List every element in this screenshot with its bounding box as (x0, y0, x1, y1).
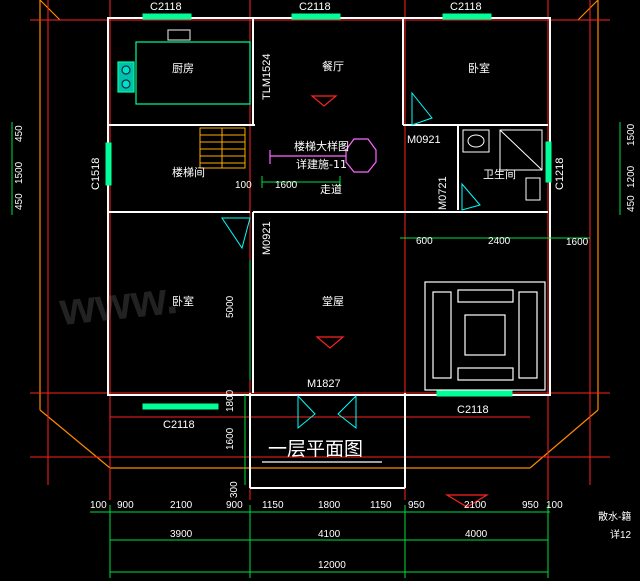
bottom-dim: 1150 (370, 500, 392, 511)
room-kitchen: 厨房 (172, 62, 194, 75)
bottom-dim-2: 4100 (318, 529, 341, 540)
bottom-dim-2: 3900 (170, 529, 193, 540)
drawing-title: 一层平面图 (268, 438, 363, 460)
window-bottom-right: C2118 (457, 404, 489, 416)
dim-1800-v: 1800 (225, 389, 236, 412)
side-notes: 散水-籍 详12 (598, 510, 632, 541)
room-stair: 楼梯间 (172, 165, 205, 179)
dim-300-v: 300 (229, 481, 240, 498)
bottom-dim: 100 (90, 500, 107, 511)
stair-detail: 楼梯大样图 (294, 139, 349, 153)
window-codes: C2118 C2118 C2118 C1518 C1218 C2118 C211… (90, 1, 566, 431)
left-dims: 450 1500 450 (14, 125, 25, 210)
door-tlm: TLM1524 (261, 54, 273, 100)
left-dim-2: 1500 (14, 161, 25, 184)
window-right: C1218 (554, 158, 566, 190)
dim-1500-right: 1500 (626, 123, 637, 146)
room-corridor: 走道 (320, 182, 342, 196)
dim-600: 600 (416, 236, 433, 247)
door-m0921-b: M0921 (261, 221, 273, 255)
dim-450-right: 450 (626, 195, 637, 212)
markers (310, 95, 490, 508)
dim-5000: 5000 (225, 295, 236, 318)
bottom-dim: 1150 (262, 500, 284, 511)
bottom-dim: 1800 (318, 500, 341, 511)
room-labels: 厨房 餐厅 卧室 楼梯间 楼梯大样图 详建施-11 走道 卫生间 卧室 堂屋 (172, 59, 516, 308)
room-hall: 堂屋 (322, 295, 344, 308)
window-top-left: C2118 (150, 1, 182, 13)
bottom-dim: 2100 (464, 500, 487, 511)
stairs (199, 127, 246, 169)
bottom-dims-row2: 3900 4100 4000 12000 (170, 529, 488, 571)
dim-1600: 1600 (275, 180, 298, 191)
window-left: C1518 (90, 158, 102, 190)
room-bedroom-w: 卧室 (172, 294, 194, 308)
left-dim-3: 450 (14, 193, 25, 210)
door-codes: TLM1524 M0921 M0721 M0921 M1827 (261, 54, 449, 390)
stair-detail-ref: 详建施-11 (296, 157, 347, 171)
bottom-total: 12000 (318, 560, 346, 571)
axis-lines (30, 0, 610, 500)
bottom-dim-2: 4000 (465, 529, 488, 540)
window-top-right: C2118 (450, 1, 482, 13)
bathroom-fixtures (462, 129, 543, 201)
room-bathroom: 卫生间 (483, 167, 516, 181)
bottom-dim: 900 (226, 500, 243, 511)
bottom-dim: 100 (546, 500, 563, 511)
door-m0921-a: M0921 (407, 134, 441, 146)
doors (221, 91, 481, 430)
side-note-1: 散水-籍 (598, 510, 631, 523)
detail-callout (269, 138, 377, 173)
dim-100: 100 (235, 180, 252, 191)
watermark: www. (56, 271, 180, 335)
dim-1600-right: 1600 (566, 237, 589, 248)
bottom-dims-row1: 100 900 2100 900 1150 1800 1150 950 2100… (90, 500, 563, 511)
door-m1827: M1827 (307, 378, 341, 390)
bottom-dim: 950 (522, 500, 539, 511)
dim-1600-v: 1600 (225, 427, 236, 450)
room-dining: 餐厅 (322, 59, 344, 73)
windows (105, 13, 552, 410)
bottom-dim: 900 (117, 500, 134, 511)
bottom-dim: 2100 (170, 500, 193, 511)
window-bottom-left: C2118 (163, 419, 195, 431)
walls (107, 17, 551, 489)
window-top-mid: C2118 (299, 1, 331, 13)
bottom-dim: 950 (408, 500, 425, 511)
dim-2400: 2400 (488, 236, 511, 247)
inner-dims: 100 1600 1600 5000 600 2400 1800 1600 30… (225, 123, 637, 498)
sofa-set (424, 281, 546, 391)
room-bedroom-ne: 卧室 (468, 61, 490, 75)
side-note-2: 详12 (610, 528, 632, 541)
left-dim-1: 450 (14, 125, 25, 142)
roof-outline (39, 0, 599, 469)
door-m0721: M0721 (437, 176, 449, 210)
dim-lines (11, 122, 621, 578)
kitchen-counter (117, 29, 251, 105)
dim-1200-right: 1200 (626, 165, 637, 188)
